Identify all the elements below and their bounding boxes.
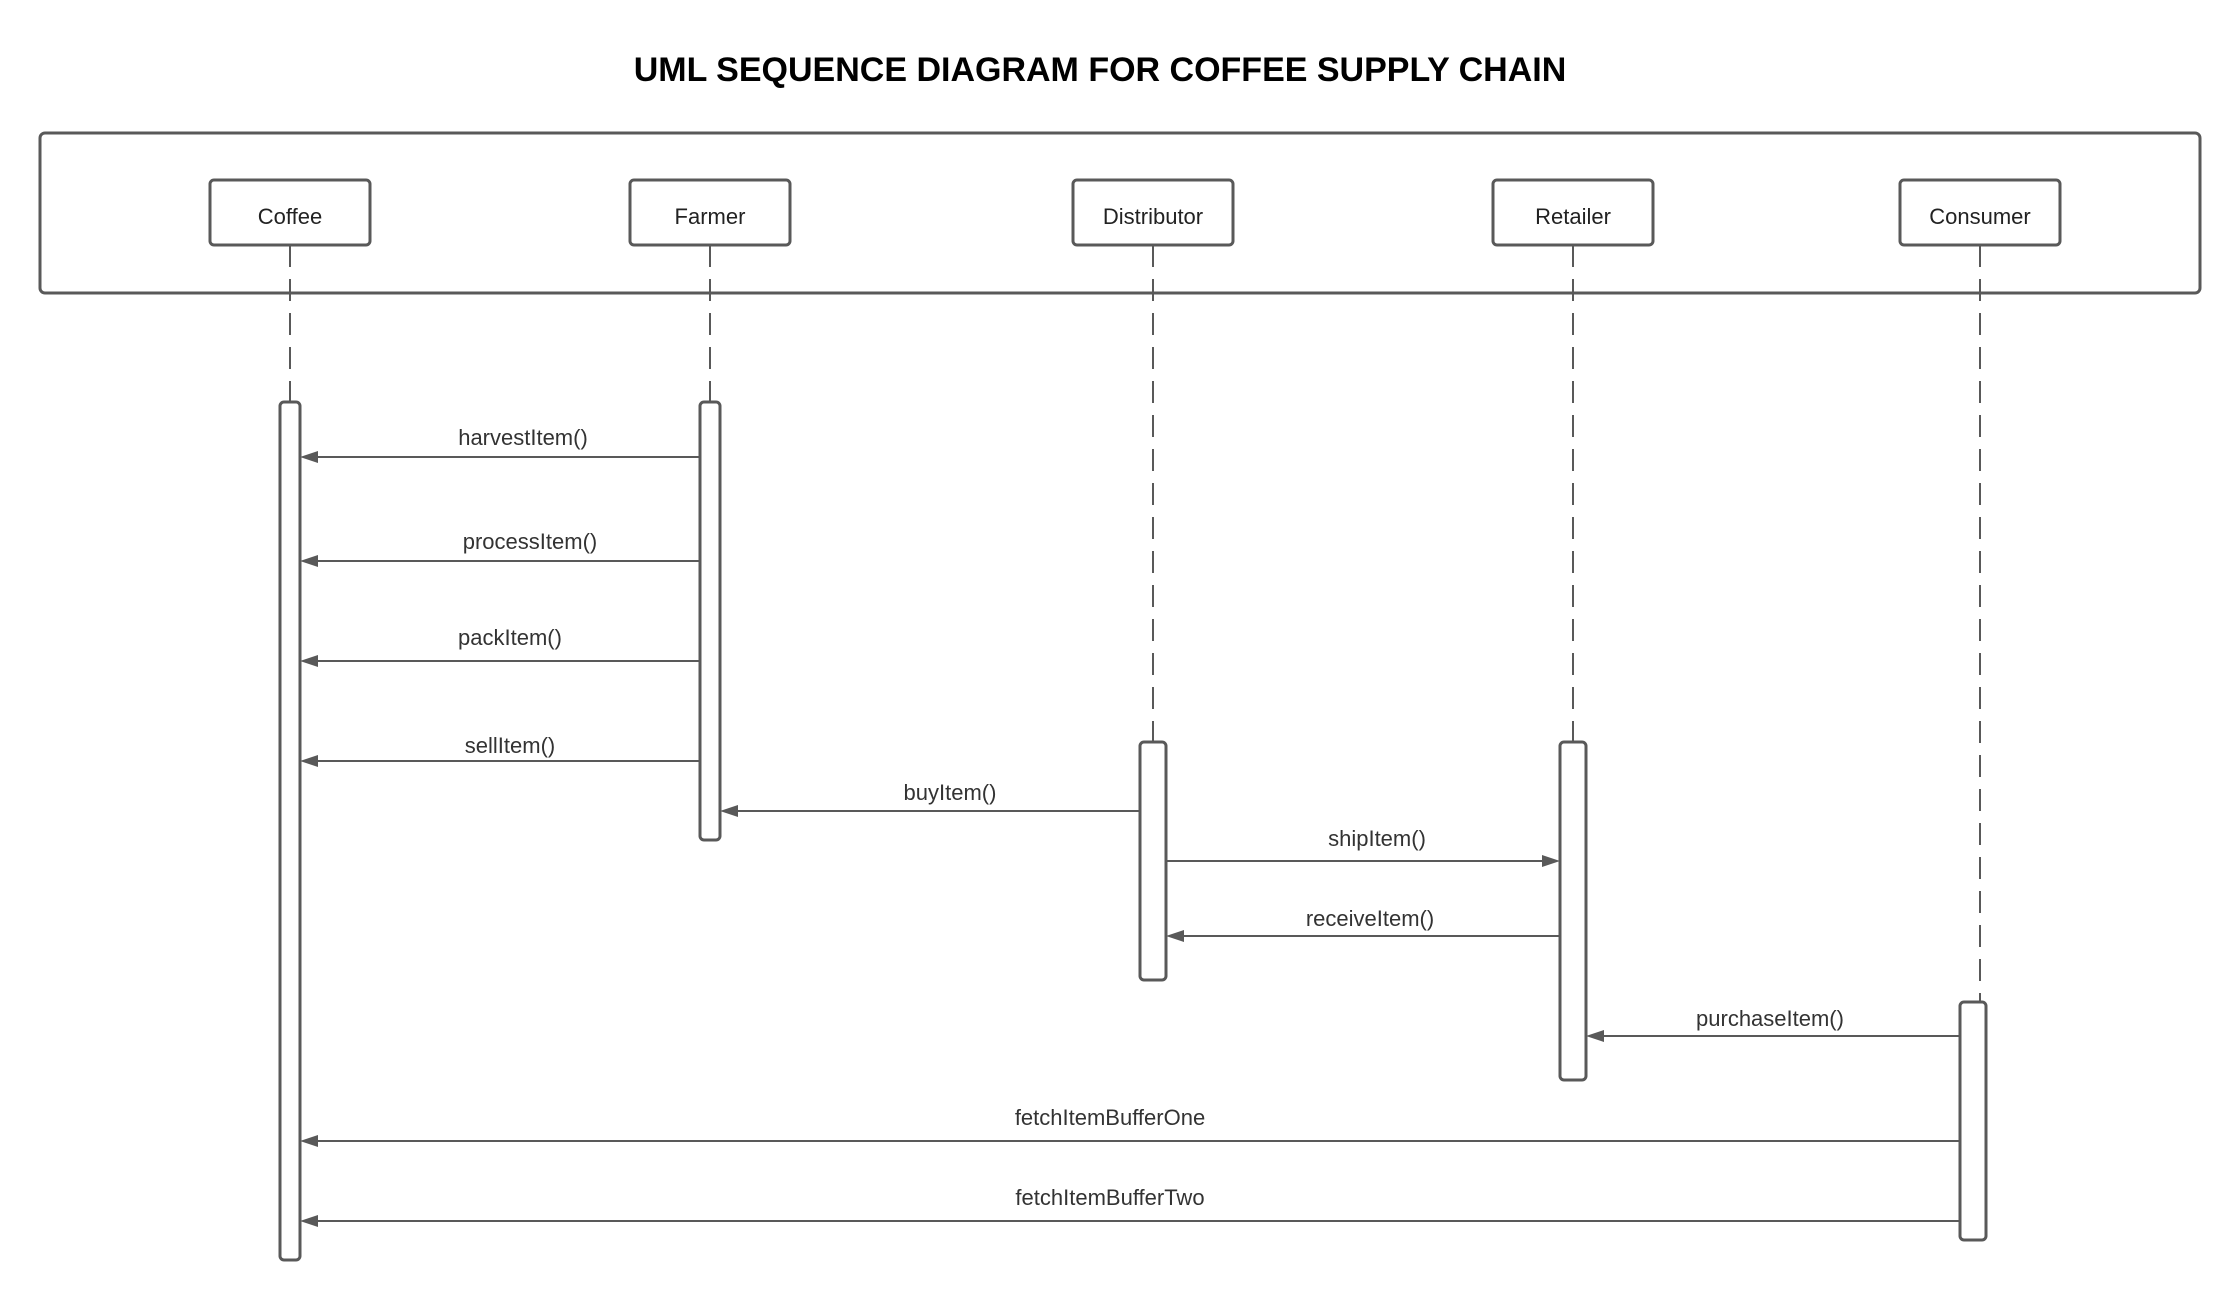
participant-coffee: Coffee — [208, 178, 372, 247]
participant-consumer: Consumer — [1898, 178, 2062, 247]
arrowhead — [720, 805, 738, 817]
message-label: sellItem() — [465, 733, 555, 758]
participant-box — [628, 178, 792, 247]
participant-box — [1071, 178, 1235, 247]
message-label: processItem() — [463, 529, 597, 554]
message-label: buyItem() — [904, 780, 997, 805]
activation-coffee — [278, 400, 302, 1262]
arrowhead — [1166, 930, 1184, 942]
participant-farmer: Farmer — [628, 178, 792, 247]
message-label: harvestItem() — [458, 425, 588, 450]
participant-retailer: Retailer — [1491, 178, 1655, 247]
participant-label: Farmer — [675, 204, 746, 229]
activation-consumer — [1958, 1000, 1988, 1242]
message-label: fetchItemBufferOne — [1015, 1105, 1205, 1130]
arrowhead — [300, 451, 318, 463]
arrowhead — [300, 1215, 318, 1227]
message-pack-item: packItem() — [300, 625, 700, 667]
participant-distributor: Distributor — [1071, 178, 1235, 247]
message-purchase-item: purchaseItem() — [1586, 1006, 1960, 1042]
activation-retailer — [1558, 740, 1588, 1082]
message-label: receiveItem() — [1306, 906, 1434, 931]
participant-box — [1898, 178, 2062, 247]
message-label: packItem() — [458, 625, 562, 650]
arrowhead — [1542, 855, 1560, 867]
participant-box — [1491, 178, 1655, 247]
message-fetch-item-buffer-one: fetchItemBufferOne — [300, 1105, 1960, 1147]
activation-distributor — [1138, 740, 1168, 982]
activation-farmer — [698, 400, 722, 842]
message-sell-item: sellItem() — [300, 733, 700, 767]
message-label: purchaseItem() — [1696, 1006, 1844, 1031]
participant-label: Retailer — [1535, 204, 1611, 229]
participant-box — [208, 178, 372, 247]
message-buy-item: buyItem() — [720, 780, 1140, 817]
message-label: fetchItemBufferTwo — [1015, 1185, 1204, 1210]
participant-label: Distributor — [1103, 204, 1203, 229]
participant-label: Coffee — [258, 204, 322, 229]
arrowhead — [300, 555, 318, 567]
arrowhead — [300, 655, 318, 667]
diagram-title: UML SEQUENCE DIAGRAM FOR COFFEE SUPPLY C… — [634, 51, 1567, 89]
arrowhead — [1586, 1030, 1604, 1042]
message-fetch-item-buffer-two: fetchItemBufferTwo — [300, 1185, 1960, 1227]
arrowhead — [300, 1135, 318, 1147]
participant-label: Consumer — [1929, 204, 2030, 229]
message-label: shipItem() — [1328, 826, 1426, 851]
message-receive-item: receiveItem() — [1166, 906, 1560, 942]
message-harvest-item: harvestItem() — [300, 425, 700, 463]
arrowhead — [300, 755, 318, 767]
message-ship-item: shipItem() — [1166, 826, 1560, 867]
message-process-item: processItem() — [300, 529, 700, 567]
